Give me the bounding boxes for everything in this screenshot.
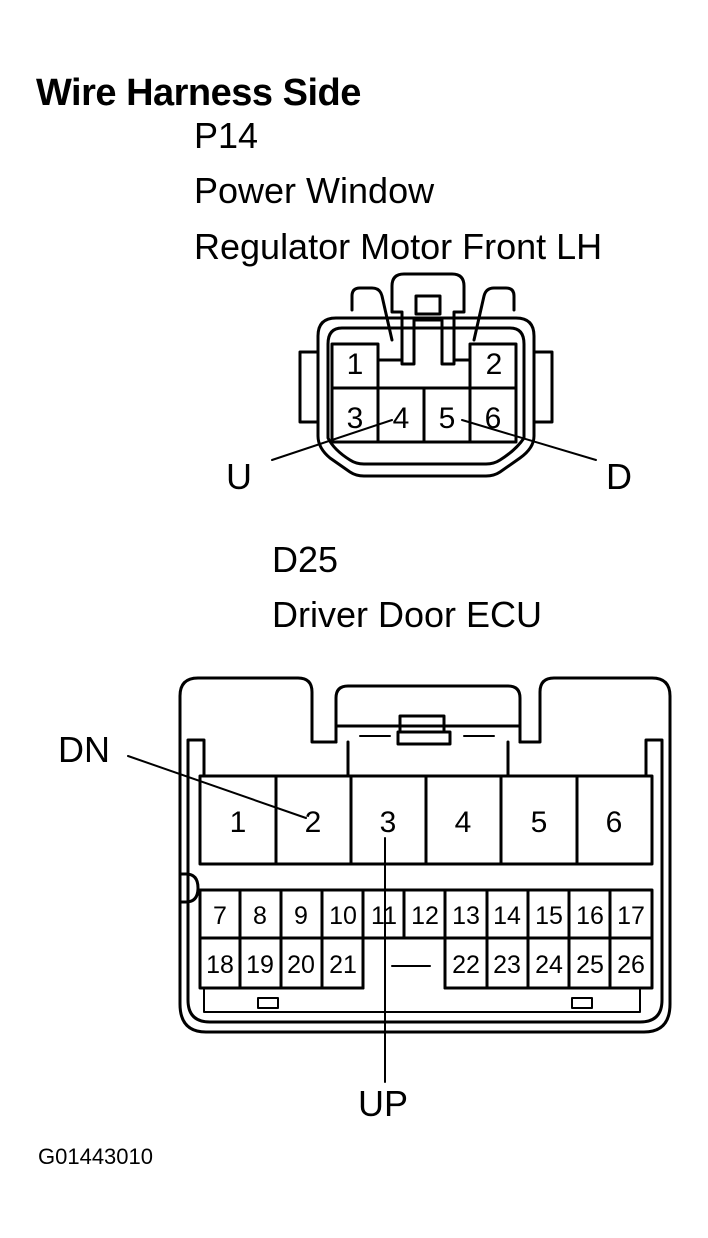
d25-pin-4: 4 — [455, 806, 472, 839]
d25-pin-16: 16 — [576, 902, 604, 930]
d25-pin-1: 1 — [230, 806, 247, 839]
d25-pin-12: 12 — [411, 902, 439, 930]
p14-pin-4: 4 — [393, 402, 410, 435]
p14-pin-6: 6 — [485, 402, 502, 435]
d25-pin-5: 5 — [531, 806, 548, 839]
d25-pin-11: 11 — [371, 902, 397, 930]
p14-callout-u: U — [226, 456, 252, 497]
p14-pin-1: 1 — [347, 348, 364, 381]
d25-pin-20: 20 — [287, 951, 315, 979]
p14-pin-5: 5 — [439, 402, 456, 435]
d25-code: D25 — [272, 539, 339, 580]
d25-pin-8: 8 — [253, 902, 267, 930]
d25-pin-6: 6 — [606, 806, 623, 839]
d25-callout-up: UP — [358, 1083, 409, 1124]
d25-pin-21: 21 — [329, 951, 357, 979]
d25-pin-7: 7 — [213, 902, 227, 930]
d25-pin-22: 22 — [452, 951, 480, 979]
d25-pin-17: 17 — [617, 902, 645, 930]
d25-pin-9: 9 — [294, 902, 308, 930]
d25-pin-26: 26 — [617, 951, 645, 979]
d25-pin-25: 25 — [576, 951, 604, 979]
p14-name-line1: Power Window — [194, 170, 435, 211]
d25-pin-14: 14 — [493, 902, 521, 930]
d25-pin-19: 19 — [246, 951, 274, 979]
d25-pin-10: 10 — [329, 902, 357, 930]
d25-pin-15: 15 — [535, 902, 563, 930]
connector-p14 — [271, 272, 597, 478]
figure-id: G01443010 — [38, 1144, 153, 1169]
p14-pin-2: 2 — [486, 348, 503, 381]
heading-wire-harness-side: Wire Harness Side — [36, 72, 361, 114]
p14-name-line2: Regulator Motor Front LH — [194, 226, 603, 267]
d25-name: Driver Door ECU — [272, 594, 543, 635]
d25-pin-2: 2 — [305, 806, 322, 839]
connector-d25 — [127, 676, 672, 1083]
d25-pin-3: 3 — [380, 806, 397, 839]
p14-callout-d: D — [606, 456, 632, 497]
p14-pin-3: 3 — [347, 402, 364, 435]
d25-pin-24: 24 — [535, 951, 563, 979]
d25-large-pin-labels: 1 2 3 4 5 6 — [230, 806, 623, 839]
d25-pin-13: 13 — [452, 902, 480, 930]
d25-pin-23: 23 — [493, 951, 521, 979]
d25-small-pin-labels: 7 8 9 10 11 12 13 14 15 16 17 18 19 20 2… — [206, 902, 645, 979]
d25-callout-dn: DN — [58, 729, 110, 770]
d25-pin-18: 18 — [206, 951, 234, 979]
p14-code: P14 — [194, 115, 259, 156]
